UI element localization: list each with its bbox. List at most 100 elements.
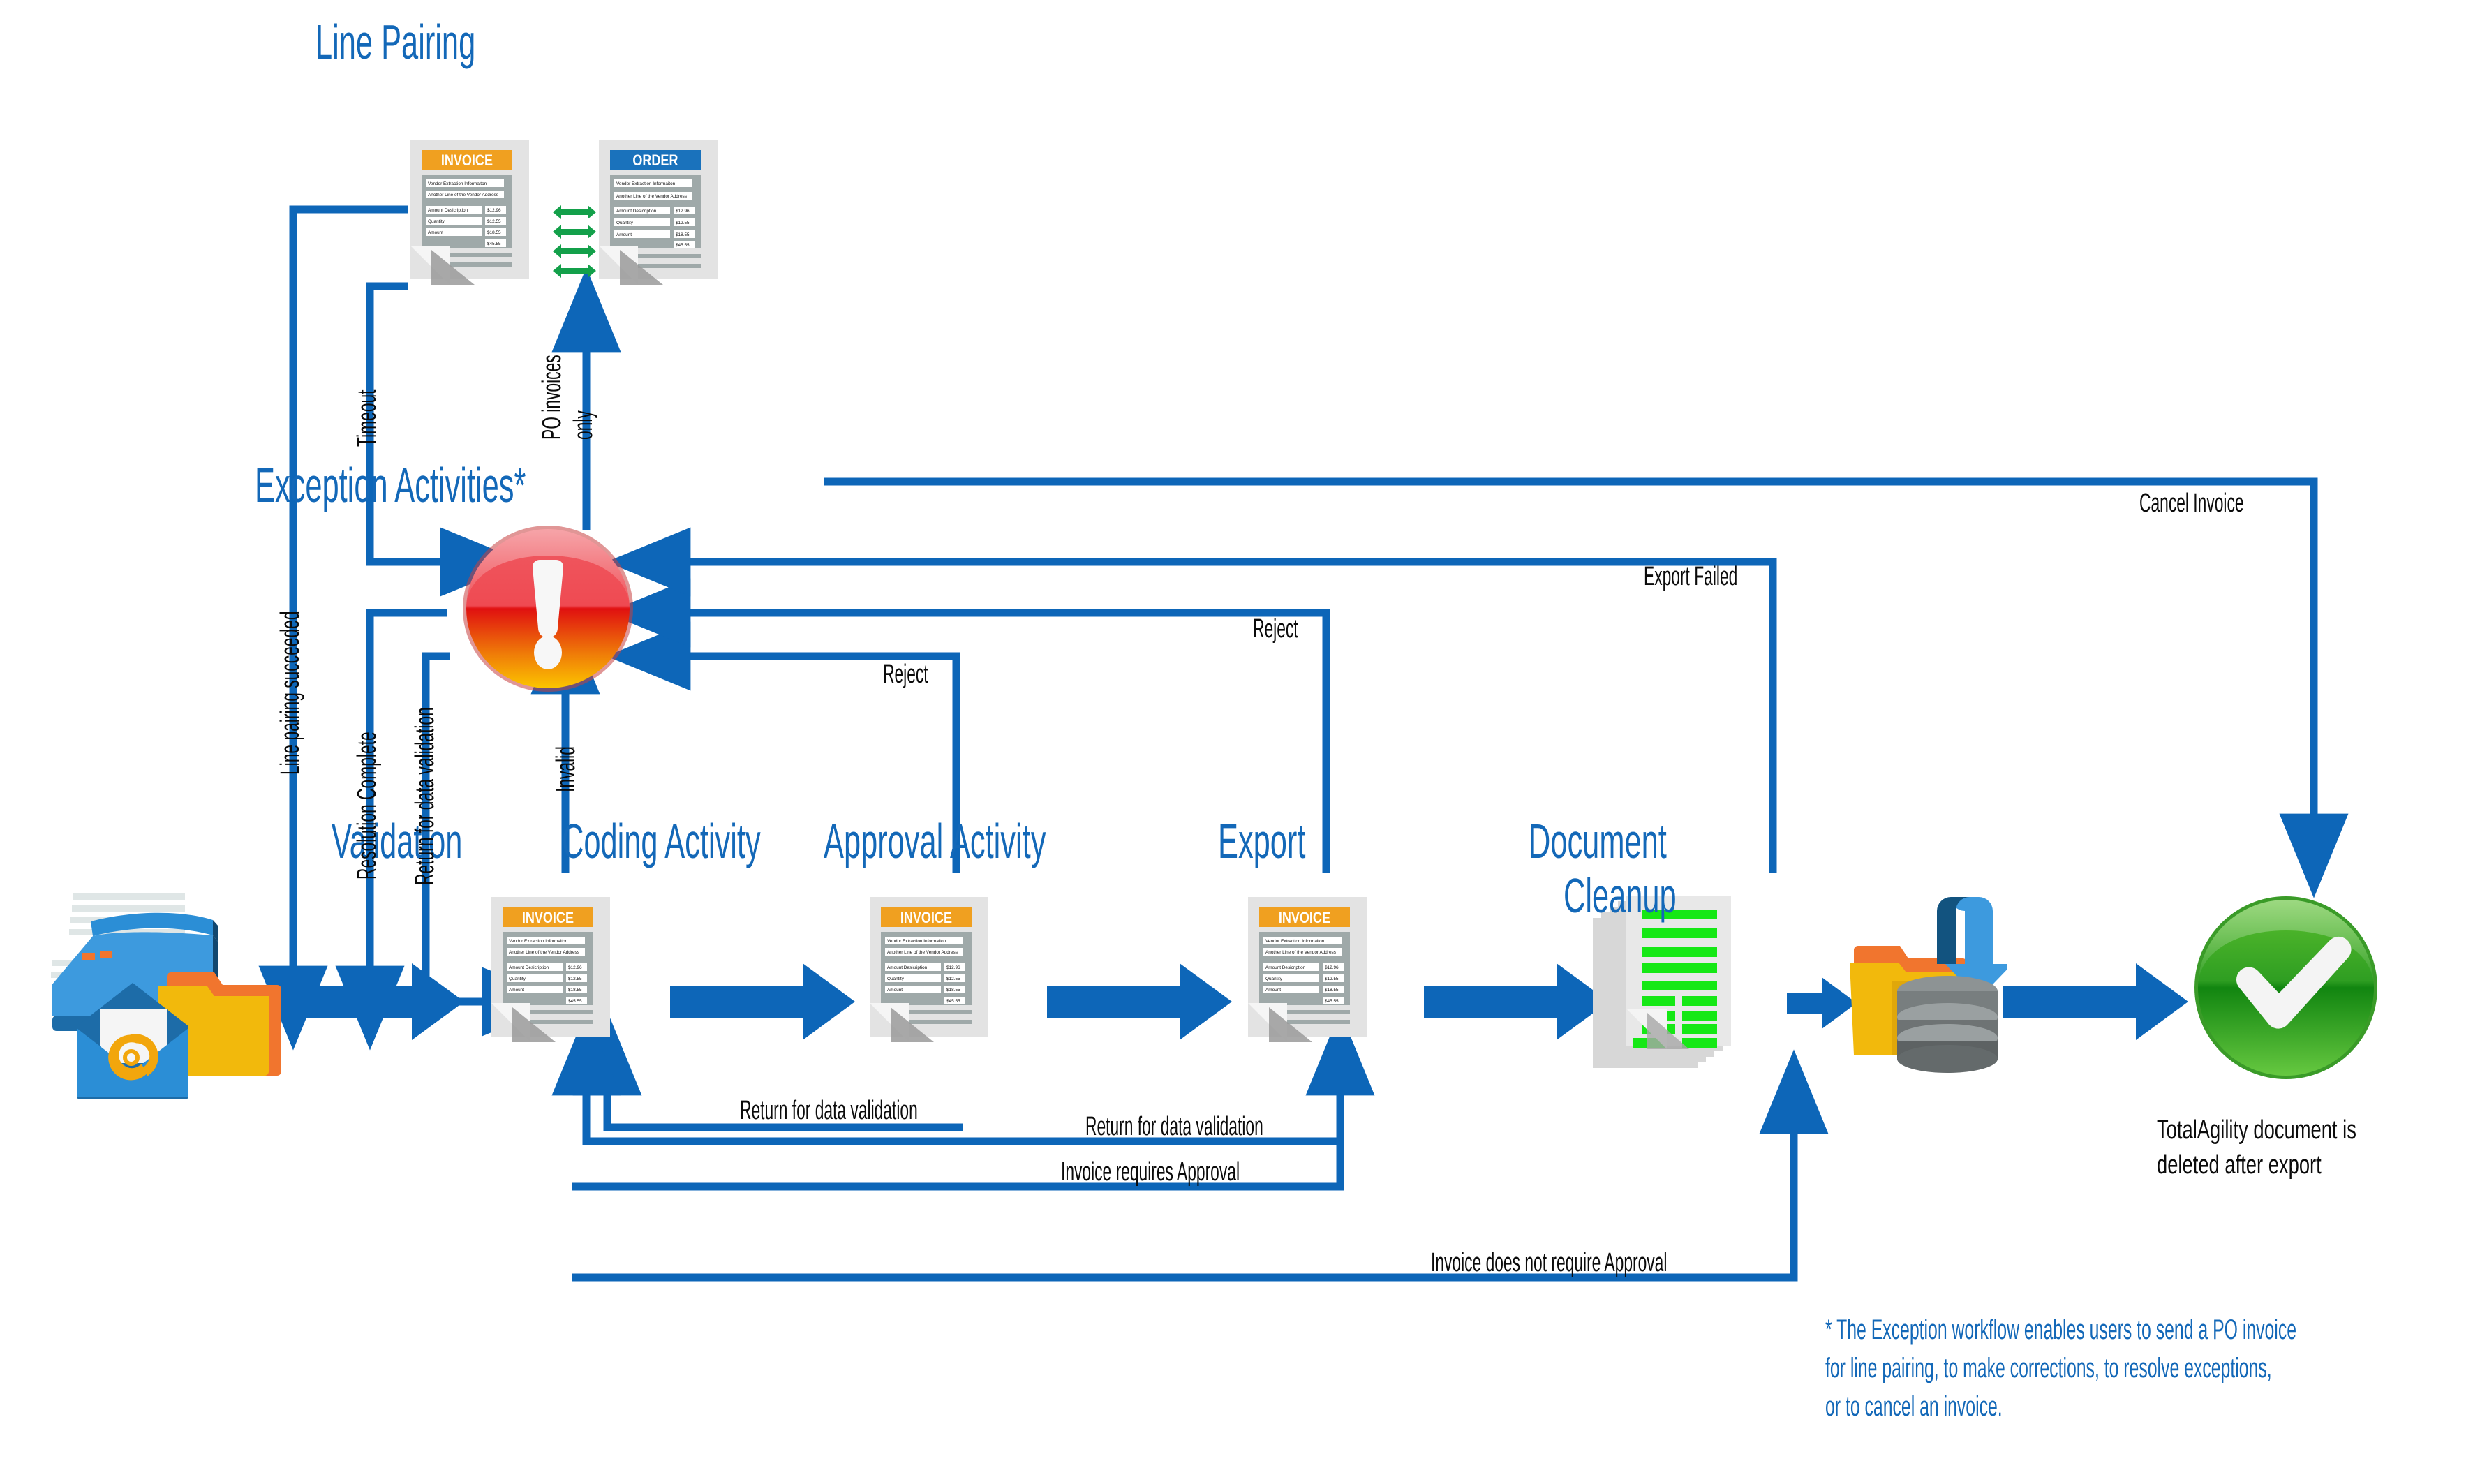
edge-return-data-validation-coding [572,1011,963,1131]
svg-text:$18.55: $18.55 [946,988,960,993]
svg-text:Amount Desicription: Amount Desicription [428,208,468,213]
svg-text:Another Line of the Vendor Add: Another Line of the Vendor Address [616,194,687,199]
label-return-data-validation-approval: Return for data validation [1085,1112,1263,1141]
label-invoice-does-not-require-approval: Invoice does not require Approval [1431,1248,1668,1277]
heading-document-cleanup-line2: Cleanup [1564,868,1677,923]
svg-text:$45.55: $45.55 [1325,999,1339,1004]
heading-approval-activity: Approval Activity [824,814,1046,868]
coding-invoice-document: INVOICE Vendor Extraction Informaiton An… [866,897,1005,1054]
svg-text:Another Line of the Vendor Add: Another Line of the Vendor Address [1265,950,1336,955]
footnote-line1: * The Exception workflow enables users t… [1825,1314,2297,1345]
svg-text:Amount Desicription: Amount Desicription [887,965,928,970]
svg-text:$12.96: $12.96 [676,209,690,214]
cleanup-note-line1: TotalAgility document is [2157,1115,2356,1145]
svg-text:Amount: Amount [616,232,632,237]
main-flow-arrows [269,963,2188,1040]
label-line-pairing-succeeded: Line pairing succeeded [276,611,305,775]
label-return-data-validation-coding: Return for data validation [740,1096,918,1125]
flow-arrow-coding-to-approval [1047,963,1232,1040]
svg-text:$12.55: $12.55 [487,219,501,224]
document-title: INVOICE [522,910,574,926]
folder-database-import-icon [1850,897,2007,1073]
svg-text:$18.55: $18.55 [1325,988,1339,993]
label-reject-approval: Reject [1253,614,1298,644]
green-check-icon [2194,896,2377,1079]
edge-line-pairing-succeeded [258,205,408,1051]
svg-text:$45.55: $45.55 [676,243,690,248]
svg-text:$12.96: $12.96 [946,965,960,970]
heading-export: Export [1218,814,1306,868]
document-title: INVOICE [1279,910,1330,926]
approval-invoice-document: INVOICE Vendor Extraction Informaiton An… [1244,897,1383,1054]
svg-text:$45.55: $45.55 [568,999,582,1004]
svg-text:$45.55: $45.55 [487,242,501,246]
svg-text:Quantity: Quantity [1265,977,1283,981]
capture-icon [51,893,281,1099]
edge-invoice-requires-approval [572,1011,1375,1191]
cleanup-note-line2: deleted after export [2157,1150,2322,1180]
svg-text:Quantity: Quantity [887,977,905,981]
line-pairing-order-document: ORDER Vendor Extraction Informaiton Anot… [595,140,734,300]
svg-text:Amount Desicription: Amount Desicription [616,209,657,214]
heading-document-cleanup-line1: Document [1529,814,1667,868]
svg-text:Vendor Extraction Informaiton: Vendor Extraction Informaiton [616,181,676,186]
footnote-line2: for line pairing, to make corrections, t… [1825,1353,2272,1383]
svg-text:$12.55: $12.55 [946,977,960,981]
label-cancel-invoice: Cancel Invoice [2139,489,2244,518]
svg-text:Amount: Amount [1265,988,1281,993]
flow-arrow-export-internal [1787,977,1857,1029]
label-po-invoices-only-line2: only [569,410,598,440]
svg-text:Another Line of the Vendor Add: Another Line of the Vendor Address [509,950,579,955]
edge-return-data-validation-approval [551,1011,1340,1145]
document-title: ORDER [632,152,678,169]
svg-text:Quantity: Quantity [428,219,445,224]
heading-coding-activity: Coding Activity [562,814,761,868]
svg-text:Another Line of the Vendor Add: Another Line of the Vendor Address [887,950,958,955]
validation-invoice-document: INVOICE Vendor Extraction Informaiton An… [487,897,627,1054]
svg-text:Quantity: Quantity [616,221,634,225]
edge-reject-approval [606,578,1330,873]
svg-text:$45.55: $45.55 [946,999,960,1004]
label-resolution-complete: Resolution Complete [352,732,382,880]
svg-text:$12.55: $12.55 [568,977,582,981]
flow-arrow-capture-to-validation [269,963,464,1040]
svg-text:Vendor Extraction Informaiton: Vendor Extraction Informaiton [428,181,487,186]
edge-invoice-no-approval [572,1049,1829,1282]
label-invoice-requires-approval: Invoice requires Approval [1061,1157,1240,1187]
edge-export-failed [606,527,1777,873]
svg-text:Vendor Extraction Informaiton: Vendor Extraction Informaiton [1265,939,1325,944]
flow-arrow-validation-to-coding [670,963,855,1040]
flow-arrow-approval-to-export [1424,963,1609,1040]
line-pair-double-arrow-icon [553,205,596,278]
edge-cancel-invoice [824,477,2349,898]
label-reject-coding: Reject [883,660,928,689]
label-invalid: Invalid [551,746,581,792]
line-pairing-invoice-document: INVOICE Vendor Extraction Informaiton An… [406,140,546,300]
svg-text:Vendor Extraction Informaiton: Vendor Extraction Informaiton [509,939,568,944]
heading-validation: Validation [332,814,463,868]
footnote-line3: or to cancel an invoice. [1825,1391,2003,1422]
label-return-data-validation-exception: Return for data validation [410,707,440,885]
label-export-failed: Export Failed [1644,562,1738,591]
email-icon [77,983,188,1099]
svg-text:Amount Desicription: Amount Desicription [1265,965,1306,970]
label-po-invoices-only-line1: PO invoices [537,355,567,440]
edge-reject-coding [606,621,960,873]
document-title: INVOICE [441,152,493,169]
database-icon [1897,976,1998,1073]
svg-text:$18.55: $18.55 [676,232,690,237]
heading-exception-activities: Exception Activities* [255,458,526,512]
svg-text:Amount: Amount [428,230,443,235]
svg-text:Amount: Amount [509,988,524,993]
svg-text:$12.96: $12.96 [487,208,501,213]
flow-arrow-export-to-cleanup [2003,963,2188,1040]
edge-resolution-complete [335,609,447,1051]
svg-text:Amount: Amount [887,988,903,993]
svg-text:$18.55: $18.55 [568,988,582,993]
svg-text:$18.55: $18.55 [487,230,501,235]
svg-text:Amount Desicription: Amount Desicription [509,965,549,970]
svg-text:$12.55: $12.55 [1325,977,1339,981]
heading-line-pairing: Line Pairing [315,15,476,69]
